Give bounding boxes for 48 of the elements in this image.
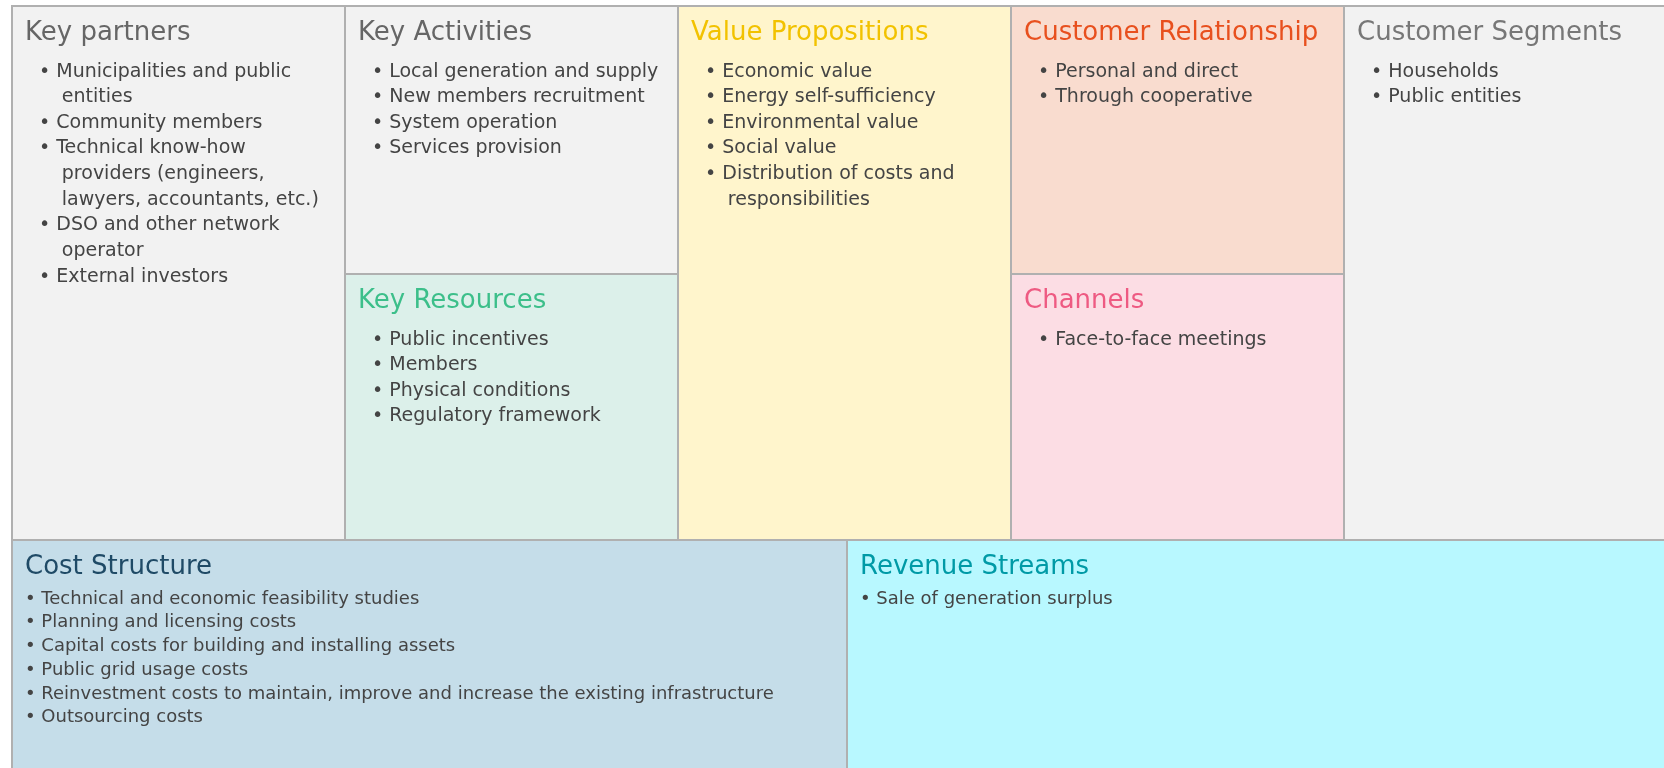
canvas-section <box>846 539 1664 768</box>
section-heading: Key Resources <box>358 283 548 316</box>
canvas-section <box>1010 5 1345 275</box>
section-heading: Key partners <box>25 15 192 48</box>
bullet-item: • New members recruitment <box>372 83 646 109</box>
bullet-item: • Outsourcing costs <box>25 704 204 728</box>
bullet-item: • Regulatory framework <box>372 402 602 428</box>
section-heading: Customer Segments <box>1357 15 1624 48</box>
bullet-item: • Face-to-face meetings <box>1038 325 1268 351</box>
bullet-item: • Public entities <box>1371 83 1523 109</box>
bullet-item: • External investors <box>39 262 230 288</box>
section-heading: Value Propositions <box>691 15 930 48</box>
bullet-item: • Local generation and supply <box>372 57 660 83</box>
bullet-item: • Technical know-how providers (engineers, lawyers, accountants, etc.) <box>39 134 320 211</box>
section-heading: Revenue Streams <box>860 549 1091 582</box>
canvas-section <box>1010 273 1345 541</box>
bullet-item: • Technical and economic feasibility studies <box>25 585 421 610</box>
bullet-item: • Community members <box>39 108 264 134</box>
bullet-item: • Social value <box>705 134 838 160</box>
bullet-item: • Personal and direct <box>1038 57 1240 83</box>
canvas-section <box>344 5 679 275</box>
bullet-item: • Physical conditions <box>372 376 572 402</box>
canvas-section <box>344 273 679 541</box>
bullet-item: • System operation <box>372 108 559 134</box>
bullet-item: • Energy self-sufficiency <box>705 83 937 109</box>
bullet-item: • Municipalities and public entities <box>39 57 293 109</box>
canvas-section <box>11 539 848 768</box>
bullet-item: • Public grid usage costs <box>25 656 250 681</box>
bullet-item: • Sale of generation surplus <box>860 585 1114 610</box>
section-heading: Cost Structure <box>25 549 213 582</box>
section-heading: Channels <box>1024 283 1146 316</box>
bullet-item: • Public incentives <box>372 325 550 351</box>
bullet-item: • Planning and licensing costs <box>25 609 298 633</box>
bullet-item: • Distribution of costs and responsibilities <box>705 160 956 211</box>
canvas-section <box>677 5 1012 541</box>
bullet-item: • Households <box>1371 57 1500 83</box>
canvas-section <box>11 5 346 541</box>
section-heading: Customer Relationship <box>1024 15 1320 48</box>
bullet-item: • Reinvestment costs to maintain, improve and increase the existing infrastructure <box>25 680 775 705</box>
bullet-item: • Economic value <box>705 57 874 83</box>
bullet-item: • DSO and other network operator <box>39 211 281 262</box>
bullet-item: • Environmental value <box>705 108 920 134</box>
canvas-section <box>1343 5 1664 541</box>
bullet-item: • Capital costs for building and installing assets <box>25 633 457 657</box>
section-heading: Key Activities <box>358 15 533 48</box>
bullet-item: • Services provision <box>372 134 563 160</box>
bullet-item: • Through cooperative <box>1038 83 1254 109</box>
bullet-item: • Members <box>372 351 479 377</box>
